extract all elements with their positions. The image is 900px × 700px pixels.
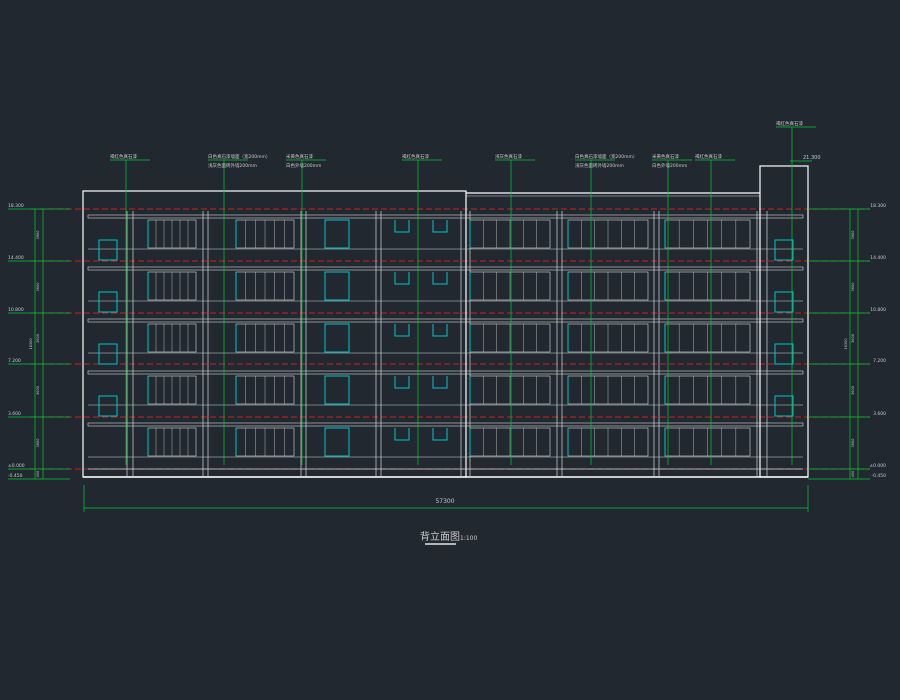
level-label: 10.800 bbox=[870, 307, 886, 313]
window bbox=[324, 427, 350, 457]
drawing-title: 背立面图 bbox=[420, 530, 460, 543]
stair-window-east bbox=[774, 343, 794, 365]
building-elevation bbox=[82, 165, 809, 478]
stair-window-east bbox=[774, 239, 794, 261]
level-label: 7.200 bbox=[873, 358, 886, 364]
dimension-label: 3600 bbox=[851, 283, 855, 292]
dimension-lines: 18.300 14.400 10.800 7.200 3.600 ±0.000 -0.450… bbox=[8, 160, 886, 512]
callout-text-2: 白色外墙200mm bbox=[652, 162, 687, 169]
dimension-label: 450 bbox=[851, 471, 855, 478]
floor-slab bbox=[87, 422, 804, 427]
stair-window-west bbox=[98, 239, 118, 261]
level-label: -0.450 bbox=[871, 473, 886, 479]
drawing-scale: 1:100 bbox=[460, 535, 477, 542]
dimension-label: 3600 bbox=[36, 283, 40, 292]
stair-window-west bbox=[98, 343, 118, 365]
level-label: 7.200 bbox=[8, 358, 21, 364]
level-label: ±0.000 bbox=[869, 463, 886, 469]
level-label: ±0.000 bbox=[8, 463, 25, 469]
dimension-label: 3900 bbox=[851, 231, 855, 240]
callout-text: 褐红色真石漆 bbox=[402, 153, 429, 160]
callout-text: 褐红色真石漆 bbox=[110, 153, 137, 160]
level-label: 18.300 bbox=[870, 203, 886, 209]
callout-text: 白色真石漆墙面（宽200mm） bbox=[575, 153, 637, 160]
dimension-label: 3600 bbox=[36, 439, 40, 448]
callout-text: 浅灰色真石漆 bbox=[495, 153, 522, 160]
window bbox=[324, 375, 350, 405]
window bbox=[324, 323, 350, 353]
floor-slab bbox=[87, 214, 804, 219]
vent-opening bbox=[432, 220, 448, 233]
dimension-label: 3600 bbox=[851, 386, 855, 395]
floor-slab bbox=[87, 266, 804, 271]
callout-text: 白色真石漆墙面（宽200mm） bbox=[208, 153, 270, 160]
level-label: 14.400 bbox=[8, 255, 24, 261]
callout-text: 褐红色真石漆 bbox=[776, 120, 803, 127]
dimension-label: 3900 bbox=[36, 231, 40, 240]
windows bbox=[98, 219, 794, 457]
vent-opening bbox=[394, 428, 410, 441]
level-label: 3.600 bbox=[8, 411, 21, 417]
vent-opening bbox=[432, 272, 448, 285]
callout-text-2: 白色外墙200mm bbox=[286, 162, 321, 169]
dimension-label: 3600 bbox=[851, 334, 855, 343]
dimension-label: 3600 bbox=[36, 386, 40, 395]
level-label: -0.450 bbox=[8, 473, 23, 479]
level-label: 14.400 bbox=[870, 255, 886, 261]
stair-window-east bbox=[774, 395, 794, 417]
window bbox=[324, 271, 350, 301]
level-label: 3.600 bbox=[873, 411, 886, 417]
callout-text: 米黄色真石漆 bbox=[286, 153, 313, 160]
level-label: 18.300 bbox=[8, 203, 24, 209]
stair-window-west bbox=[98, 395, 118, 417]
vent-opening bbox=[394, 272, 410, 285]
window bbox=[324, 219, 350, 249]
vent-opening bbox=[394, 220, 410, 233]
dimension-total: 18300 bbox=[29, 338, 33, 349]
stair-window-west bbox=[98, 291, 118, 313]
level-label: 10.800 bbox=[8, 307, 24, 313]
callout-text: 米黄色真石漆 bbox=[652, 153, 679, 160]
dimension-total: 18300 bbox=[844, 338, 848, 349]
callout-text-2: 浅灰色面砖外墙200mm bbox=[575, 162, 624, 169]
vent-opening bbox=[432, 324, 448, 337]
dimension-label: 3600 bbox=[851, 439, 855, 448]
dimension-label: 450 bbox=[36, 471, 40, 478]
callout-text-2: 浅灰色面砖外墙200mm bbox=[208, 162, 257, 169]
vent-opening bbox=[394, 324, 410, 337]
dimension-label: 3600 bbox=[36, 334, 40, 343]
vent-opening bbox=[394, 376, 410, 389]
stair-window-east bbox=[774, 291, 794, 313]
floor-slab bbox=[87, 370, 804, 375]
vent-opening bbox=[432, 428, 448, 441]
callout-text: 褐红色真石漆 bbox=[695, 153, 722, 160]
total-width-label: 57300 bbox=[435, 498, 454, 505]
material-callouts: 褐红色真石漆白色真石漆墙面（宽200mm）浅灰色面砖外墙200mm米黄色真石漆白… bbox=[110, 120, 816, 465]
stair-roof-level: 21.300 bbox=[803, 155, 821, 161]
vent-opening bbox=[432, 376, 448, 389]
floor-slab bbox=[87, 318, 804, 323]
